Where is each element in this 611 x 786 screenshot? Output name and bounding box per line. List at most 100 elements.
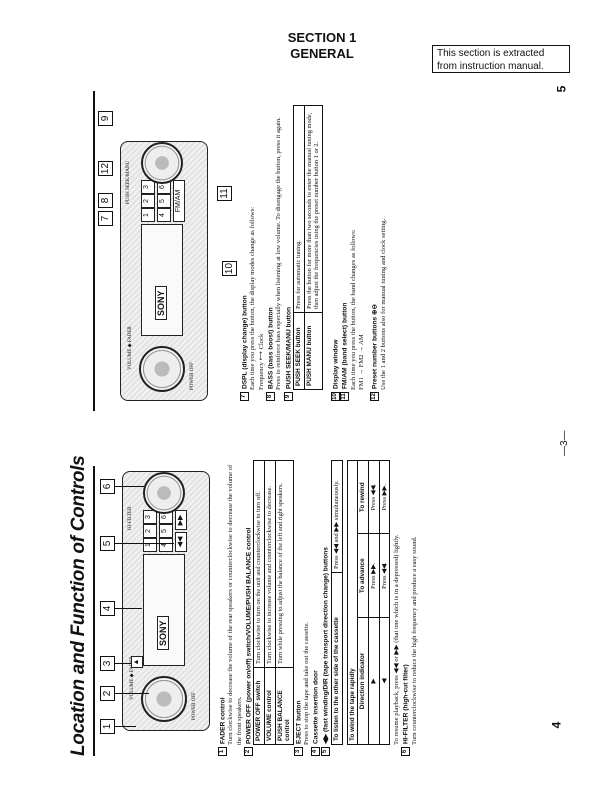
item-6-heading: HI-FILTER (high-cut filter) [402,664,410,744]
rewind-button[interactable]: ◀◀ [175,532,187,552]
page-title: Location and Function of Controls [68,455,89,756]
leader-5 [114,543,174,544]
eject-button[interactable]: ▲ [131,656,143,668]
callout-7: 7 [98,211,113,226]
preset-4-button[interactable]: 4 [159,538,173,552]
item-11-heading: FM/AM (band select) button [341,302,349,389]
preset-4-button-right[interactable]: 4 [157,208,171,222]
item-11-cycle: FM1 → FM2 → AM [357,334,365,390]
item-2-heading: POWER OFF (power on/off) switch/VOLUME/P… [245,527,253,745]
item-6-number: 6 [401,747,411,756]
callout-1: 1 [100,719,115,734]
item-7-body: Each time you press the button, the disp… [249,206,257,390]
callout-10: 10 [222,261,237,276]
power-label-right: POWER OFF [190,362,195,390]
item-1-body: Turn clockwise to decrease the volume of… [227,464,243,745]
leader-2 [114,693,149,694]
item-1-number: 1 [218,747,227,756]
item-8-heading: BASS (bass boost) button [267,307,275,389]
item-1-heading: FADER control [219,697,227,744]
item-12-body: Use the 1 and 2 buttons also for manual … [379,218,387,390]
leader-1 [114,726,136,727]
item-8-number: 8 [265,392,275,401]
item-3-heading: EJECT button [294,700,302,744]
volume-knob [141,676,187,722]
knob-label-right: VOLUME ◆ FADER [128,326,133,370]
item-5-number: 5 [320,747,330,756]
preset-1-button-right[interactable]: 1 [141,208,155,222]
callout-3: 3 [100,656,115,671]
leader-3 [114,663,131,664]
extract-note-text: This section is extracted from instructi… [437,48,545,72]
item-3-number: 3 [293,747,303,756]
table-row: To wind the tape rapidly [347,460,358,745]
hi-filter-knob [143,472,185,514]
callout-9: 9 [98,111,113,126]
item-9-heading: PUSH SEEK/MANU button [284,306,292,389]
table-row: Direction indicator To advance To rewind [357,460,369,745]
item-7-heading: DSPL (display change) button [241,295,249,389]
item-3-body: Press to stop the tape and take out the … [303,621,311,745]
preset-2-button[interactable]: 2 [143,524,157,538]
volume-knob-right [139,346,185,392]
callout-8: 8 [98,193,113,208]
item-10-heading: Display window [332,339,339,389]
item-7-number: 7 [240,392,249,401]
rotated-manual-page: Location and Function of Controls VOLUME… [62,91,574,756]
section-number: SECTION 1 [287,30,357,45]
leader-4 [114,608,142,609]
brand-logo-right: SONY [155,286,167,320]
table-row: ▶ Press ▶▶. Press ◀◀. [368,460,380,745]
callout-2: 2 [100,686,115,701]
item-5-heading: ◀▶ (fast winding/DIR (tape transport dir… [322,547,330,744]
callout-5: 5 [100,536,115,551]
preset-5-button-right[interactable]: 5 [157,194,171,208]
fm-am-button[interactable]: FM/AM [173,180,185,222]
seek-knob [141,142,183,184]
seek-label: PUSH SEEK/MANU [126,160,131,204]
preset-5-button[interactable]: 5 [159,524,173,538]
left-instructions: 1 FADER control Turn clockwise to decreas… [218,456,419,756]
power-label: POWER OFF [192,692,197,720]
item-11-number: 11 [340,392,350,401]
forward-button[interactable]: ▶▶ [175,510,187,530]
preset-1-button[interactable]: 1 [143,538,157,552]
item-7-cycle: Frequency ⟷ Clock [257,333,265,390]
callout-11: 11 [217,186,232,201]
leader-6 [114,486,144,487]
item-4-heading: Cassette insertion door [312,670,320,744]
listen-table: To listen to the other side of the casse… [331,460,343,745]
brand-logo: SONY [157,616,169,650]
callout-6: 6 [100,479,115,494]
extract-note-box: This section is extracted from instructi… [432,45,570,73]
radio-illustration-right: VOLUME ◆ FADER POWER OFF SONY 1 2 3 4 5 … [120,141,208,401]
wind-table: To wind the tape rapidly Direction indic… [347,460,390,745]
callout-12: 12 [98,161,113,176]
right-instructions: 7 DSPL (display change) button Each time … [240,101,388,401]
preset-2-button-right[interactable]: 2 [141,194,155,208]
item-2-number: 2 [243,747,253,756]
radio-illustration-left: VOLUME ◆ FADER POWER OFF SONY ▲ 1 2 3 4 … [122,471,210,731]
item-12-number: 12 [370,392,380,401]
resume-note: To resume playback, press ◀◀ or ▶▶ (that… [393,534,401,745]
item-4-number: 4 [311,747,321,756]
item-11-body: Each time you press the button, the band… [349,229,357,390]
item-6-body: Turn counterclockwise to reduce the high… [410,536,418,746]
item-8-body: Press to reinforce bass especially when … [275,117,283,390]
title-rule-right [93,91,95,411]
section-heading: SECTION 1 GENERAL [262,30,382,62]
item-12-heading: Preset number buttons ⊕⊖ [371,303,379,389]
table-row: ◀ Press ◀◀. Press ▶▶. [379,460,390,745]
item-9-number: 9 [283,392,293,401]
hi-filter-label: HI-FILTER [128,506,133,530]
callout-4: 4 [100,601,115,616]
section-title: GENERAL [290,46,354,61]
title-rule [93,466,95,756]
